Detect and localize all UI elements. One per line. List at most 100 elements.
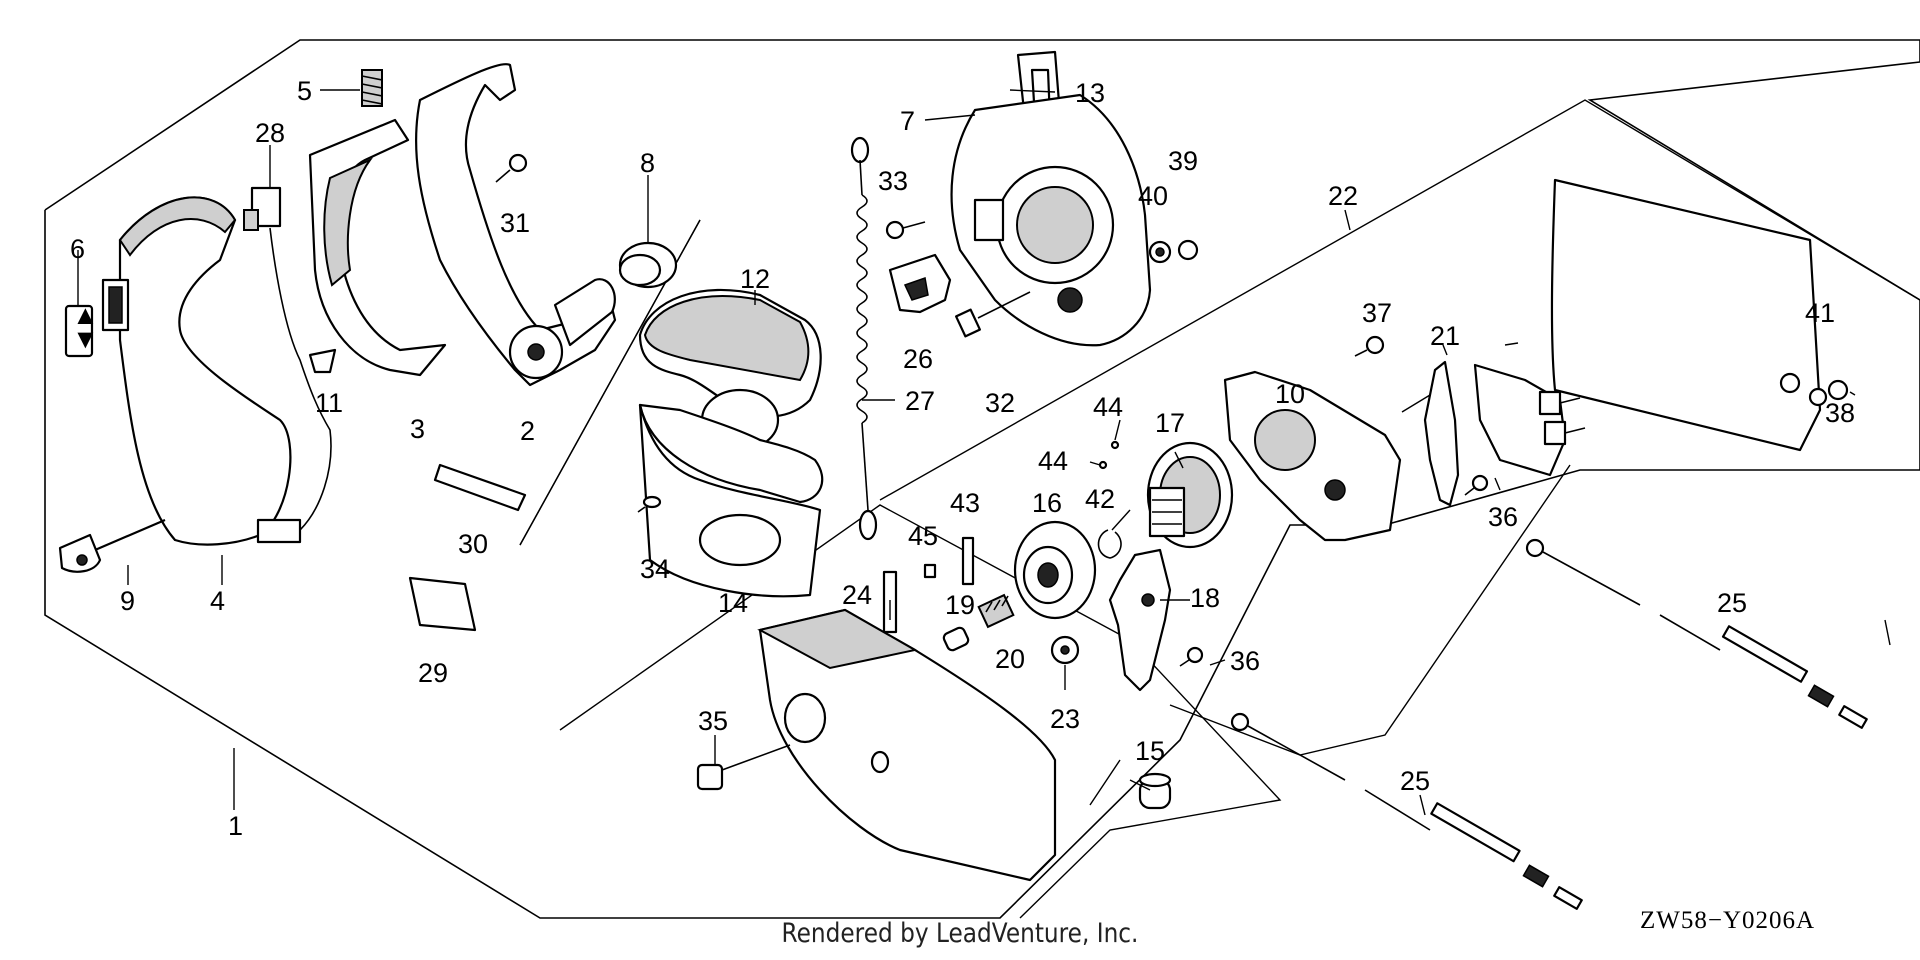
callout-25-lower: 25 [1400, 766, 1430, 796]
callout-labels: 1 2 3 4 5 6 7 8 9 10 11 12 13 14 15 16 1… [70, 76, 1855, 841]
callout-19: 19 [945, 590, 975, 620]
callout-6: 6 [70, 234, 85, 264]
part-44-ball-lower [1098, 460, 1108, 470]
part-16-disc [1013, 520, 1097, 620]
callout-26: 26 [903, 344, 933, 374]
part-8-collar-inner [618, 253, 662, 287]
part-14-lower-retainer [638, 403, 824, 504]
part-4-shading [118, 196, 237, 257]
part-40-washer-hole [1155, 247, 1165, 257]
part-31-screw [495, 153, 528, 183]
group-22-lower-outline [1169, 464, 1571, 756]
part-9-clip [58, 533, 102, 573]
part-2-hub-hole [527, 343, 545, 361]
part-7-window [973, 198, 1005, 242]
part-9-clip-hole [76, 554, 88, 566]
part-15-bushing [1138, 772, 1172, 810]
part-11-clip [308, 348, 337, 374]
callout-15: 15 [1135, 736, 1165, 766]
part-28-wire [269, 227, 332, 531]
callout-8: 8 [640, 148, 655, 178]
part-32-screw [955, 291, 1031, 338]
callout-33: 33 [878, 166, 908, 196]
part-25-cable-upper [1525, 538, 1868, 729]
part-2-shaft [553, 278, 616, 347]
footer-credit: Rendered by LeadVenture, Inc. [781, 918, 1139, 949]
callout-34: 34 [640, 554, 670, 584]
part-14-center-bore [698, 513, 782, 567]
part-44-ball-upper [1110, 440, 1120, 450]
callout-1: 1 [228, 811, 243, 841]
bracket-screw-upper [1538, 390, 1562, 416]
part-7-bore-inner [1016, 186, 1094, 264]
callout-4: 4 [210, 586, 225, 616]
callout-43: 43 [950, 488, 980, 518]
part-19-plunger [942, 626, 970, 652]
callout-25-upper: 25 [1717, 588, 1747, 618]
part-29-label [408, 576, 477, 632]
part-45-pin [923, 563, 937, 579]
callout-9: 9 [120, 586, 135, 616]
callout-14: 14 [718, 588, 748, 618]
part-26-slot [903, 277, 929, 301]
part-2-lever-arm [415, 63, 617, 387]
callout-38: 38 [1825, 398, 1855, 428]
part-28-switch-tab [243, 209, 259, 231]
callout-3: 3 [410, 414, 425, 444]
part-6-arrow-down: ▼ [72, 324, 99, 354]
part-1-cover-bore [783, 692, 827, 744]
group-1-outline [44, 39, 1920, 919]
part-3-inner [323, 157, 374, 287]
diagram-code: ZW58−Y0206A [1640, 907, 1815, 934]
part-42-circlip [1097, 529, 1122, 559]
callout-27: 27 [905, 386, 935, 416]
part-30-label [433, 463, 527, 512]
part-43-pin [961, 536, 975, 586]
callout-24: 24 [842, 580, 872, 610]
callout-12: 12 [740, 264, 770, 294]
callout-36-upper: 36 [1488, 502, 1518, 532]
callout-10: 10 [1275, 379, 1305, 409]
part-10-bore [1254, 409, 1316, 471]
part-5-spring [361, 69, 383, 107]
callout-35: 35 [698, 706, 728, 736]
callout-17: 17 [1155, 408, 1185, 438]
part-33-screw [885, 220, 926, 240]
part-39-nut [1177, 239, 1199, 261]
callout-37: 37 [1362, 298, 1392, 328]
part-28-connector [256, 518, 302, 544]
part-18-lever-plate [1108, 548, 1172, 692]
callout-23: 23 [1050, 704, 1080, 734]
callout-44-lower: 44 [1038, 446, 1068, 476]
callout-40: 40 [1138, 181, 1168, 211]
leader-lines [77, 89, 1891, 816]
part-17-gear [1146, 441, 1234, 549]
part-21-bracket [1473, 363, 1567, 477]
callout-11: 11 [315, 388, 343, 418]
part-6-switch-cap [64, 304, 94, 358]
part-25-cable-lower [1230, 712, 1583, 910]
part-4-handle-grip [118, 196, 292, 546]
part-12-upper-shade [643, 295, 810, 382]
part-23-nut-hole [1060, 645, 1070, 655]
callout-39: 39 [1168, 146, 1198, 176]
part-38-screw [1827, 379, 1849, 401]
callout-32: 32 [985, 388, 1015, 418]
part-36-screw-lower [1179, 646, 1204, 667]
part-7-boss [1057, 287, 1083, 313]
part-10-bracket [1223, 370, 1402, 542]
part-36-screw-upper [1464, 474, 1489, 496]
callout-13: 13 [1075, 78, 1105, 108]
callout-28: 28 [255, 118, 285, 148]
bracket-screw-lower [1543, 420, 1567, 446]
callout-42: 42 [1085, 484, 1115, 514]
part-1-cover-top [757, 608, 918, 670]
part-27-spring-wire [850, 136, 878, 541]
part-1-cover-hole [870, 750, 890, 774]
callout-30: 30 [458, 529, 488, 559]
callout-2: 2 [520, 416, 535, 446]
callout-16: 16 [1032, 488, 1062, 518]
part-21-cam-plate [1423, 360, 1460, 507]
callout-18: 18 [1190, 583, 1220, 613]
